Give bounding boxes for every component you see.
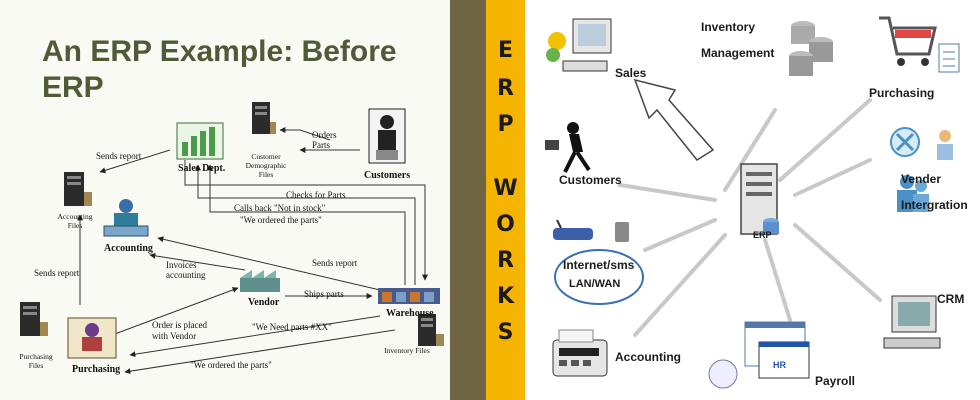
node-customer-files: Customer Demographic Files (245, 152, 287, 179)
purchasing-cart-icon (879, 16, 960, 73)
before-erp-flow-arrows (77, 127, 428, 375)
slide-title: An ERP Example: Before ERP (42, 34, 442, 106)
flow-checks-parts: Checks for Parts (286, 190, 346, 200)
module-purchasing: Purchasing (869, 86, 935, 100)
node-customers: Customers (364, 170, 411, 181)
accounting-files-server-icon (64, 172, 92, 206)
sales-computer-icon (546, 18, 612, 72)
erp-center-label: ERP (753, 230, 772, 240)
vender-integration-icon (890, 127, 953, 212)
payroll-screens-icon (708, 321, 810, 389)
flow-orders-parts: Orders Parts (312, 130, 337, 150)
flow-ships-parts: Ships parts (304, 289, 344, 299)
erp-works-panel: HR Sales Inventory Management Purchasing… (525, 0, 980, 400)
warehouse-icon (378, 288, 440, 304)
title-line-1: An ERP Example: Before (42, 35, 397, 68)
banner-letter: P (497, 112, 514, 137)
purchasing-person-icon (67, 317, 117, 359)
flow-order-placed: Order is placed with Vendor (152, 320, 207, 341)
inventory-database-icon (789, 21, 833, 76)
erp-server-icon (740, 163, 779, 235)
flow-calls-back: Calls back "Not in stock" (234, 203, 326, 213)
node-sales-dept: Sales Dept. (178, 163, 226, 174)
hr-badge: HR (773, 360, 786, 370)
flow-need-parts: "We Need parts #XX" (252, 322, 332, 332)
module-inventory-line-1: Inventory (701, 20, 756, 34)
banner-letter: R (497, 248, 514, 273)
module-crm: CRM (937, 292, 965, 306)
banner-letter: S (497, 320, 514, 345)
module-vender-line-1: Vender (901, 172, 942, 186)
flow-sends-report-right: Sends report (312, 258, 358, 268)
vendor-factory-icon (240, 270, 280, 292)
title-line-2: ERP (42, 71, 104, 104)
node-accounting-files: Accounting Files (57, 212, 93, 230)
flow-sends-report-left: Sends report (34, 268, 80, 278)
customers-walking-person-icon (545, 122, 591, 173)
node-warehouse: Warehouse (386, 308, 434, 319)
node-purchasing: Purchasing (72, 364, 121, 375)
node-vendor: Vendor (248, 297, 280, 308)
module-sales: Sales (615, 66, 647, 80)
module-internet-line-2: LAN/WAN (569, 278, 621, 290)
module-payroll: Payroll (815, 374, 856, 388)
flow-sends-report-top: Sends report (96, 151, 142, 161)
inventory-files-server-icon (418, 314, 444, 346)
banner-letter: K (496, 284, 515, 309)
node-purchasing-files: Purchasing Files (19, 352, 53, 370)
module-internet-line-1: Internet/sms (563, 258, 635, 272)
erp-works-banner: E R P W O R K S (486, 0, 525, 400)
erp-hub-spokes (618, 78, 882, 337)
accounting-calculator-icon (552, 329, 608, 377)
banner-letter: R (497, 76, 514, 101)
customer-person-icon (368, 108, 406, 164)
banner-letter: E (497, 38, 514, 63)
purchasing-files-server-icon (20, 302, 48, 336)
before-erp-panel: An ERP Example: Before ERP (0, 0, 450, 400)
flow-invoices: Invoices accounting (166, 260, 206, 280)
panel-divider (450, 0, 486, 400)
customer-files-server-icon (252, 102, 276, 134)
module-vender-line-2: Intergration (901, 198, 968, 212)
arrow-to-erp-icon (633, 78, 715, 161)
internet-router-icon (553, 219, 629, 242)
node-inventory-files: Inventory Files (384, 346, 430, 355)
internet-cloud-icon (554, 249, 644, 305)
banner-letter: O (496, 212, 515, 237)
sales-chart-icon (176, 122, 224, 160)
flow-we-ordered-2: "We ordered the parts" (190, 360, 272, 370)
banner-letter: W (493, 176, 518, 201)
node-accounting: Accounting (104, 243, 153, 254)
accounting-person-icon (103, 199, 149, 237)
crm-computer-icon (883, 295, 941, 349)
module-inventory-line-2: Management (701, 46, 775, 60)
module-accounting: Accounting (615, 350, 681, 364)
flow-we-ordered-1: "We ordered the parts" (240, 215, 322, 225)
module-customers: Customers (559, 173, 622, 187)
